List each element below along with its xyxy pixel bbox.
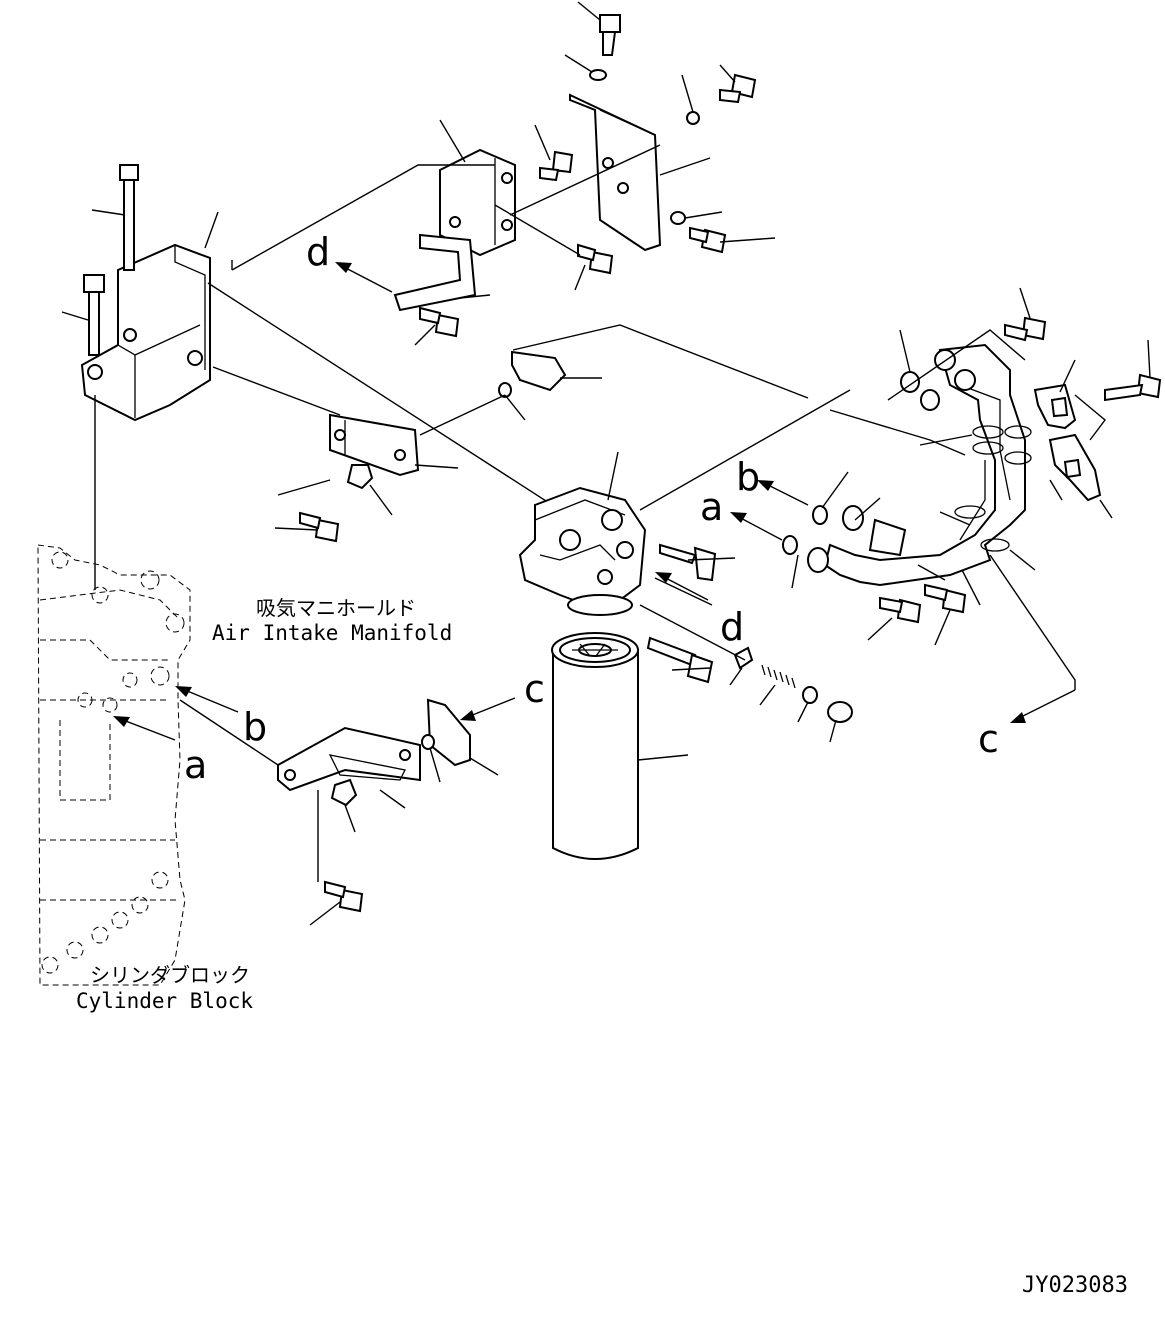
long-bolt-upper: [119, 164, 139, 271]
intake-manifold-en-label: Air Intake Manifold: [212, 621, 452, 645]
lower-angle-bracket: [277, 726, 421, 792]
clip-bracket-lower: [426, 698, 471, 767]
bolt-right-mid: [689, 226, 727, 254]
nut-mid: [346, 464, 374, 490]
bolt-pipe-lower-1: [879, 596, 922, 624]
bolt-top-2: [719, 73, 757, 104]
ref-letter-a-right: a: [700, 485, 723, 529]
filter-head: [518, 486, 647, 616]
bolt-strap: [419, 306, 460, 338]
ref-letter-c-filter: c: [524, 667, 545, 711]
arrow-d-top: [335, 262, 393, 293]
cylinder-block-en-label: Cylinder Block: [76, 989, 253, 1013]
nut-top: [686, 111, 700, 125]
intake-manifold-jp-label: 吸気マニホールド: [256, 596, 416, 620]
arrow-a-right: [730, 512, 783, 541]
bolt-center-upper: [577, 243, 614, 275]
o-ring-b: [812, 505, 828, 525]
nut-lower: [330, 778, 358, 807]
bolt-top-1: [599, 14, 621, 56]
ref-letter-d-mid: d: [720, 605, 744, 649]
bolt-lower: [324, 880, 364, 913]
upper-bracket-left: [439, 148, 516, 257]
ref-letter-b-left: b: [243, 705, 267, 749]
arrow-c-filter: [460, 697, 516, 721]
o-ring-b-large: [842, 505, 864, 531]
arrow-c-right: [1010, 689, 1076, 723]
upper-bracket-right: [569, 93, 662, 252]
ref-letter-d-top: d: [306, 230, 330, 274]
bolt-top-3: [539, 150, 574, 182]
cylinder-block: [37, 544, 191, 986]
bolt-mid-left: [299, 511, 340, 543]
washer-lower: [421, 734, 435, 750]
relief-valve-plug: [733, 646, 754, 670]
clip-bracket-upper: [511, 350, 567, 392]
ref-letter-b-right: b: [736, 455, 760, 499]
pipe-clamp-1: [1033, 383, 1077, 430]
angle-bracket-mid: [329, 413, 420, 477]
arrow-a-left: [113, 716, 176, 741]
relief-valve-spring: [761, 664, 796, 689]
ref-letter-a-left: a: [184, 743, 207, 787]
washer-right: [670, 211, 686, 225]
arrow-b-left: [175, 686, 239, 713]
washer-top: [589, 69, 607, 81]
cylinder-block-jp-label: シリンダブロック: [90, 963, 250, 987]
arrow-d-mid: [655, 572, 709, 601]
o-ring-a: [782, 535, 798, 555]
bolt-pipe-top: [1004, 316, 1047, 342]
valve-cap: [827, 701, 853, 723]
main-mounting-bracket: [80, 243, 211, 422]
drawing-number: JY023083: [1022, 1273, 1128, 1298]
arrow-b-right: [757, 480, 809, 506]
bolt-pipe-lower-2: [924, 583, 967, 614]
ref-letter-c-right: c: [978, 717, 999, 761]
o-ring-pipe-2: [920, 389, 940, 411]
bolt-filter-head-1: [659, 543, 717, 582]
washer-mid: [498, 382, 512, 398]
pipe-clamp-2: [1048, 433, 1102, 502]
bolt-filter-head-2: [646, 636, 714, 684]
oil-pipe-assembly: [807, 343, 1032, 587]
valve-o-ring: [802, 686, 818, 704]
u-strap-bracket: [393, 233, 477, 312]
long-bolt-lower: [83, 274, 105, 356]
filter-cartridge: [551, 632, 639, 860]
bolt-pipe-right: [1104, 373, 1162, 402]
